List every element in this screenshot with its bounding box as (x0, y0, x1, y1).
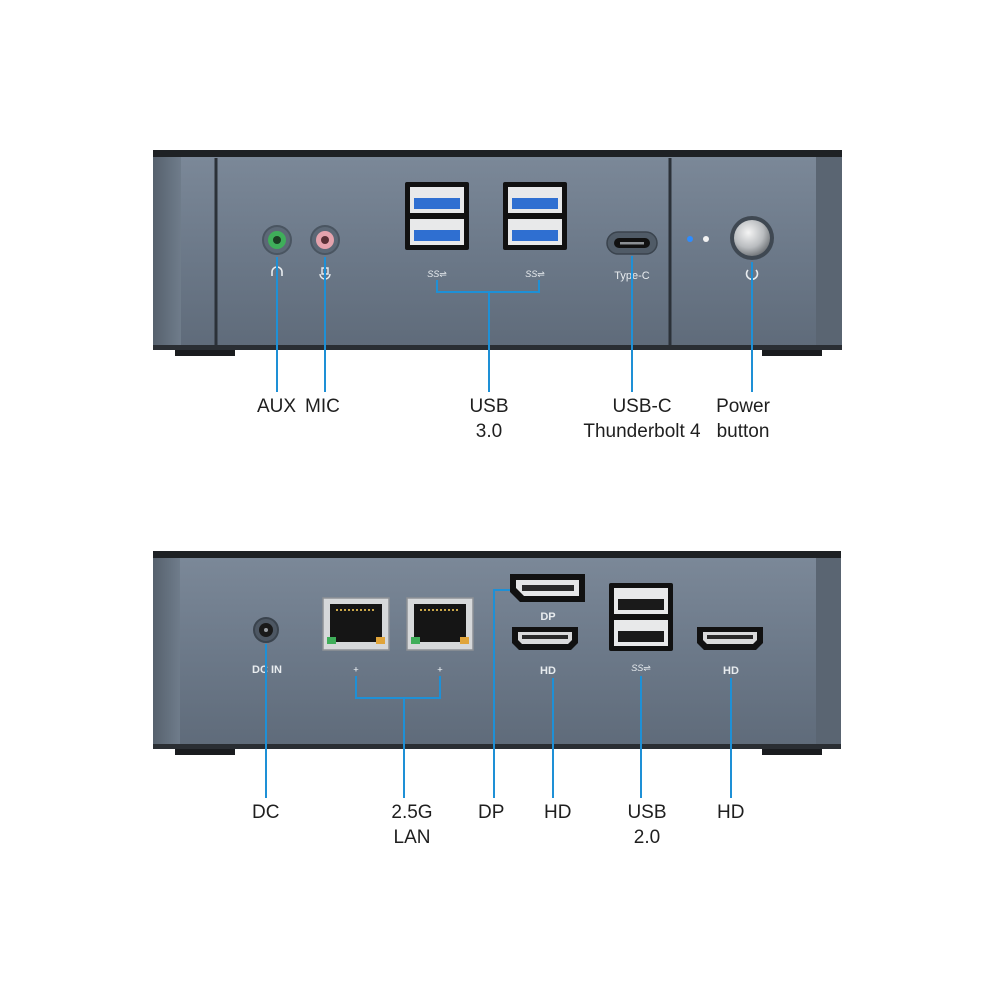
usb3-port-stack-right: SS⇌ (503, 182, 567, 279)
callout-aux: AUX (257, 396, 297, 417)
front-panel: SS⇌ SS⇌ Type-C (153, 150, 842, 356)
lan-port-1: ᚐ (322, 597, 390, 674)
usb3-port-stack-left: SS⇌ (405, 182, 469, 279)
status-led-white (703, 236, 709, 242)
front-chassis-top (153, 150, 842, 158)
status-led-blue (687, 236, 693, 242)
rear-chassis-top (153, 551, 841, 559)
rear-leader-lines (265, 589, 732, 798)
hd-port-label-2: HD (723, 665, 739, 677)
rear-chassis-left-side (153, 558, 180, 746)
dc-in-label: DC IN (252, 664, 282, 676)
usb2-port-stack: SS⇌ (609, 583, 673, 673)
mic-jack (310, 225, 340, 282)
front-chassis-left-side (153, 157, 181, 347)
rear-chassis-right-side (816, 558, 841, 746)
usb-ss-label-left: SS⇌ (427, 269, 447, 279)
lan-port-2: ᚐ (406, 597, 474, 674)
front-chassis-face (153, 157, 842, 347)
hd-port-label-1: HD (540, 665, 556, 677)
callout-hd-1: HD (544, 802, 572, 823)
callout-dc: DC (252, 802, 280, 823)
rear-foot-right (762, 749, 822, 755)
usb2-ss-label: SS⇌ (631, 663, 651, 673)
leader-dp (493, 589, 510, 798)
rear-panel: DC IN ᚐ ᚐ DP (153, 551, 841, 755)
callout-hd-2: HD (717, 802, 745, 823)
front-leader-lines (276, 256, 753, 392)
usb-c-port: Type-C (606, 231, 658, 282)
aux-jack (262, 225, 292, 276)
power-button (730, 216, 774, 281)
leader-lan (355, 676, 441, 699)
front-chassis-right-side (816, 157, 842, 347)
callout-mic: MIC (305, 396, 340, 417)
rear-chassis-bottom (153, 744, 841, 749)
dp-port-label: DP (540, 611, 555, 623)
hdmi-port-2: HD (697, 627, 763, 677)
rear-chassis-face (153, 558, 841, 746)
front-foot-right (762, 350, 822, 356)
lan-icon-1: ᚐ (353, 664, 359, 674)
hdmi-port-1: HD (512, 627, 578, 677)
displayport-port: DP (510, 574, 585, 623)
callout-dp: DP (478, 802, 505, 823)
usb-ss-label-right: SS⇌ (525, 269, 545, 279)
front-chassis-bottom (153, 345, 842, 350)
lan-icon-2: ᚐ (437, 664, 443, 674)
front-foot-left (175, 350, 235, 356)
rear-foot-left (175, 749, 235, 755)
dc-in-jack: DC IN (252, 617, 282, 676)
